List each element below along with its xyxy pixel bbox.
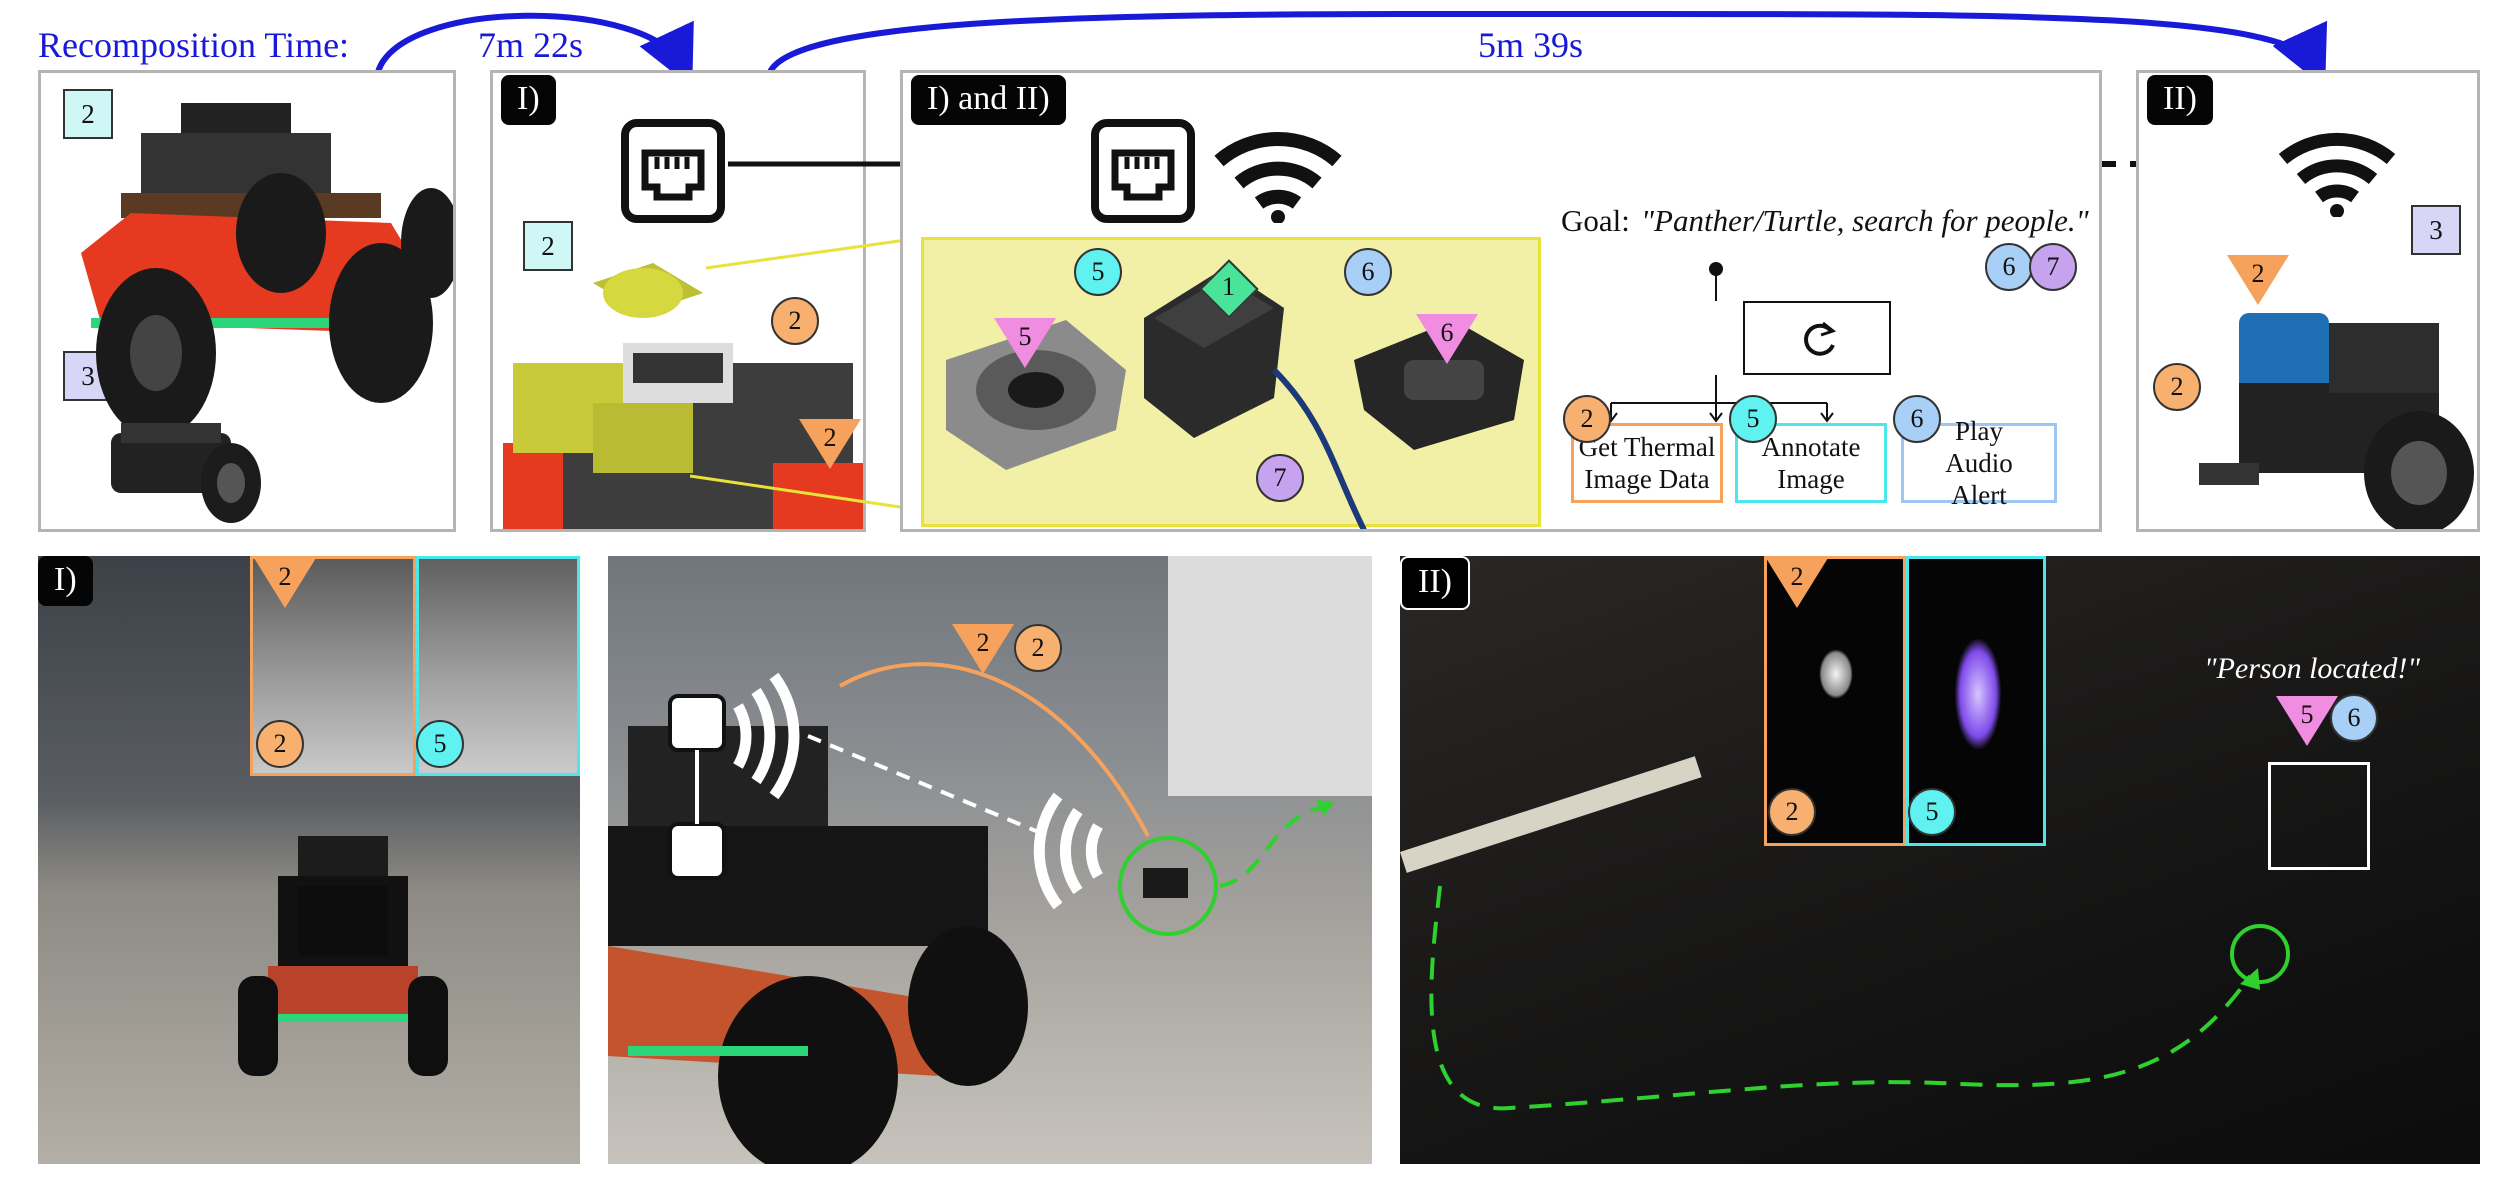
speaker-marker-id: 6 <box>1440 318 1454 347</box>
config-two-component-id: 2 <box>2153 363 2201 411</box>
config-two-panel: II) 3 2 2 <box>2136 70 2480 532</box>
mounted-components-image <box>503 263 863 529</box>
tree-node-thermal-id: 2 <box>1563 395 1611 443</box>
config-one-panel: I) 2 2 2 <box>490 70 866 532</box>
panther-robot-image <box>81 103 453 438</box>
callout-component-id: 6 <box>2330 694 2378 742</box>
field-photo-three: 2 2 5 "Person located!" 5 6 II) <box>1400 556 2480 1164</box>
usb-component-id: 6 <box>1344 248 1392 296</box>
field-photo-two: 2 2 <box>608 556 1372 1164</box>
recomposition-label: Recomposition Time: <box>38 25 350 65</box>
callout-marker: 5 <box>2276 696 2338 746</box>
tree-node-thermal: Get Thermal Image Data <box>1571 423 1723 503</box>
usb-cable <box>1271 367 1367 529</box>
field-photo-one: I) 2 2 5 <box>38 556 580 1164</box>
camera-component-id: 5 <box>1074 248 1122 296</box>
recomposition-time-first: 7m 22s <box>478 25 584 65</box>
middle-marker-id: 2 <box>976 628 990 657</box>
loop-node <box>1743 301 1891 375</box>
speaker-marker: 6 <box>1416 314 1478 364</box>
middle-component-id: 2 <box>1014 624 1062 672</box>
inset-annotated-id: 5 <box>416 720 464 768</box>
thermal-person-raw <box>1819 649 1853 699</box>
thermal-person-annotated <box>1955 639 2001 749</box>
config-one-robot-id: 2 <box>523 221 573 271</box>
thermal-marker-id: 5 <box>1018 322 1032 351</box>
right-inset-raw-id: 2 <box>1768 788 1816 836</box>
tree-node-annotate: Annotate Image <box>1735 423 1887 503</box>
config-shared-panel: I) and II) 5 5 1 6 6 <box>900 70 2102 532</box>
arrow-first <box>375 12 694 80</box>
right-inset-marker-id: 2 <box>1790 562 1804 591</box>
garage-door <box>1168 556 1372 796</box>
field-three-tag: II) <box>1400 556 1470 610</box>
robots-panel: 2 3 <box>38 70 456 532</box>
config-one-marker-id: 2 <box>823 423 837 452</box>
config-one-component-id: 2 <box>771 297 819 345</box>
network-overlay <box>668 662 1334 936</box>
ethernet-icon <box>1091 119 1195 223</box>
loop-icon <box>1804 321 1837 356</box>
tree-node-audio-id: 6 <box>1893 395 1941 443</box>
wifi-icon <box>2278 132 2396 217</box>
config-two-marker-id: 2 <box>2251 259 2265 288</box>
cable-component-id: 7 <box>1256 454 1304 502</box>
scene-robot-panther <box>238 836 448 1076</box>
goal-text: "Panther/Turtle, search for people." <box>1641 203 2089 238</box>
config-two-robot-id: 3 <box>2411 205 2461 255</box>
robot-path <box>1429 885 2290 1111</box>
middle-marker: 2 <box>952 624 1014 674</box>
ethernet-icon <box>621 119 725 223</box>
person-located-callout: "Person located!" <box>2204 652 2420 685</box>
config-two-marker: 2 <box>2227 255 2289 305</box>
turtle-robot-image <box>111 423 261 523</box>
field-one-tag: I) <box>38 556 93 606</box>
speaker-image <box>1354 320 1524 450</box>
person-bounding-box <box>2268 762 2370 870</box>
goal-label: Goal: <box>1561 203 1630 238</box>
thermal-inset-annotated <box>1906 556 2046 846</box>
inset-raw-marker: 2 <box>254 558 316 608</box>
robot-panther-id: 2 <box>63 89 113 139</box>
recomposition-arrows <box>375 10 2327 80</box>
scene-robot-panther <box>608 726 1028 1164</box>
right-inset-annotated-id: 5 <box>1908 788 1956 836</box>
thermal-marker: 5 <box>994 318 1056 368</box>
recomposition-time-second: 5m 39s <box>1478 25 1584 65</box>
arrow-second <box>767 10 2327 80</box>
turtle-robot-image <box>2199 313 2474 529</box>
thermal-camera-image <box>946 320 1126 470</box>
inset-raw-marker-id: 2 <box>278 562 292 591</box>
inset-raw-id: 2 <box>256 720 304 768</box>
tree-node-annotate-id: 5 <box>1729 395 1777 443</box>
config-one-tag: I) <box>501 75 556 125</box>
components-highlight: 5 5 1 6 6 7 <box>921 237 1541 529</box>
goal-id-cable: 7 <box>2029 243 2077 291</box>
behavior-tree-lines <box>1604 262 1834 423</box>
computer-component-id: 1 <box>1222 272 1235 301</box>
right-inset-marker: 2 <box>1766 558 1828 608</box>
config-two-tag: II) <box>2147 75 2213 125</box>
config-one-marker: 2 <box>799 419 861 469</box>
callout-marker-id: 5 <box>2300 700 2314 729</box>
wifi-icon <box>1214 132 1342 223</box>
config-shared-tag: I) and II) <box>911 75 1066 125</box>
